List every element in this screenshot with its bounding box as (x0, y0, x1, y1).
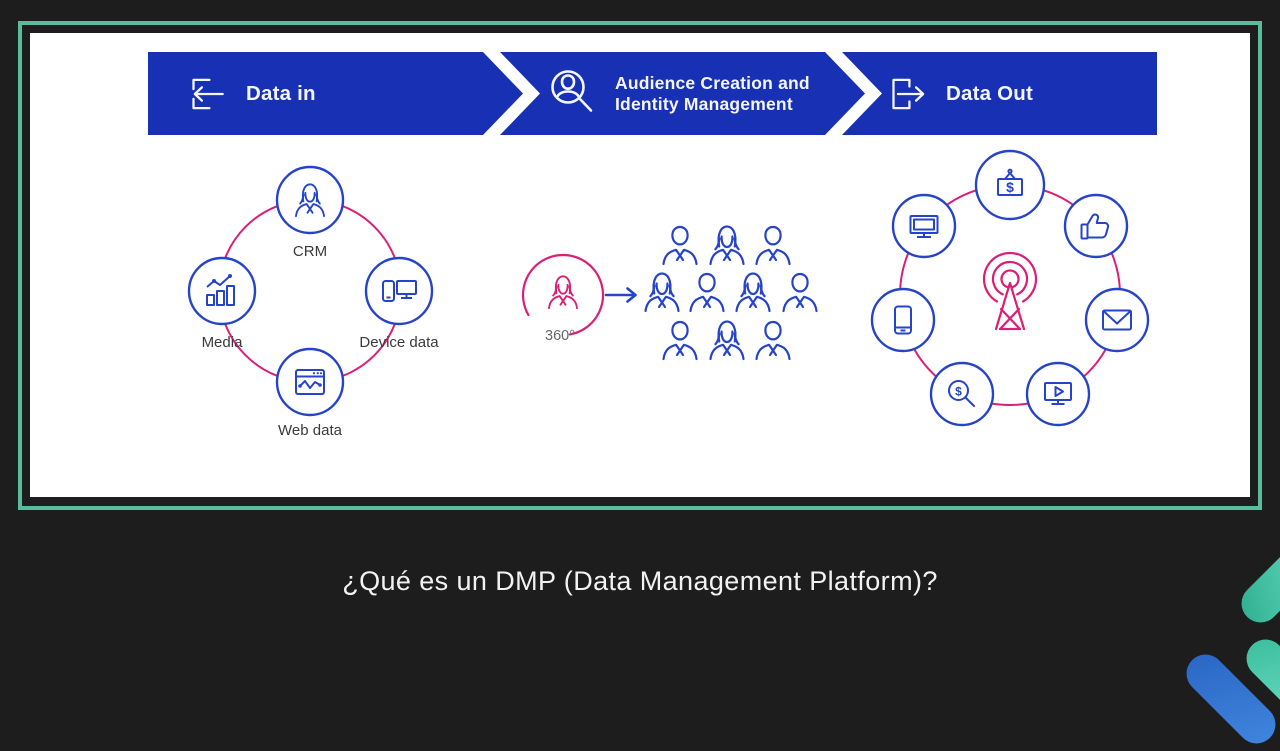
slide: Data in Audience Creation and Identity M… (18, 21, 1280, 751)
email-icon (1102, 309, 1132, 331)
svg-text:$: $ (955, 385, 962, 399)
audience-diagram: 360° (521, 225, 818, 361)
profile-person-icon (548, 275, 578, 310)
broadcast-antenna-icon (982, 251, 1038, 331)
video-screen-icon (1044, 382, 1072, 405)
node-label: CRM (293, 243, 327, 260)
thumbs-up-icon (1080, 213, 1110, 240)
person-icon (689, 272, 725, 313)
slide-title: ¿Qué es un DMP (Data Management Platform… (342, 566, 938, 596)
person-icon (755, 320, 791, 361)
banner-step-data-in: Data in (148, 52, 523, 135)
person-icon (709, 225, 745, 266)
channel-video (1025, 361, 1091, 427)
node-crm (275, 165, 345, 235)
paid-search-icon: $ (948, 380, 975, 407)
channel-display-billboard: $ (974, 149, 1046, 221)
channel-email (1084, 287, 1150, 353)
person-icon (644, 272, 680, 313)
arrow-right-icon (604, 287, 637, 303)
channel-mobile (870, 287, 936, 353)
banner-step-label: Audience Creation and Identity Managemen… (615, 72, 810, 114)
profile-360-ring (521, 253, 605, 336)
slide-frame-border (18, 21, 1262, 510)
person-icon (709, 320, 745, 361)
banner-step-audience: Audience Creation and Identity Managemen… (500, 52, 865, 135)
audience-search-icon (551, 69, 593, 112)
data-in-icon (192, 78, 224, 109)
person-icon (662, 320, 698, 361)
person-icon (735, 272, 771, 313)
data-in-diagram: CRM Media (187, 165, 439, 439)
banner-step-label: Data in (246, 81, 316, 105)
audience-people-group (644, 225, 818, 361)
mobile-phone-icon (894, 305, 912, 335)
node-label: Device data (359, 334, 439, 351)
data-out-icon (892, 78, 925, 109)
node-device-data (364, 256, 434, 326)
banner-step-label: Data Out (946, 81, 1034, 105)
media-chart-icon (206, 274, 235, 306)
desktop-display-icon (909, 215, 939, 238)
billboard-dollar-icon: $ (997, 168, 1023, 196)
web-data-icon (295, 369, 325, 395)
person-icon (662, 225, 698, 266)
person-icon (782, 272, 818, 313)
slide-canvas: Data in Audience Creation and Identity M… (30, 33, 1250, 497)
node-label: Web data (278, 422, 343, 439)
banner-step-data-out: Data Out (842, 52, 1157, 135)
data-out-diagram: $ (870, 149, 1150, 427)
channel-paid-search: $ (929, 361, 995, 427)
node-web-data (275, 347, 345, 417)
profile-360-label: 360° (545, 328, 575, 344)
node-media (187, 256, 257, 326)
person-icon (755, 225, 791, 266)
channel-desktop (891, 193, 957, 259)
node-label: Media (202, 334, 244, 351)
channel-thumbs-up (1063, 193, 1129, 259)
device-data-icon (382, 280, 417, 302)
svg-text:$: $ (1006, 179, 1014, 195)
process-banner: Data in Audience Creation and Identity M… (148, 52, 1158, 135)
